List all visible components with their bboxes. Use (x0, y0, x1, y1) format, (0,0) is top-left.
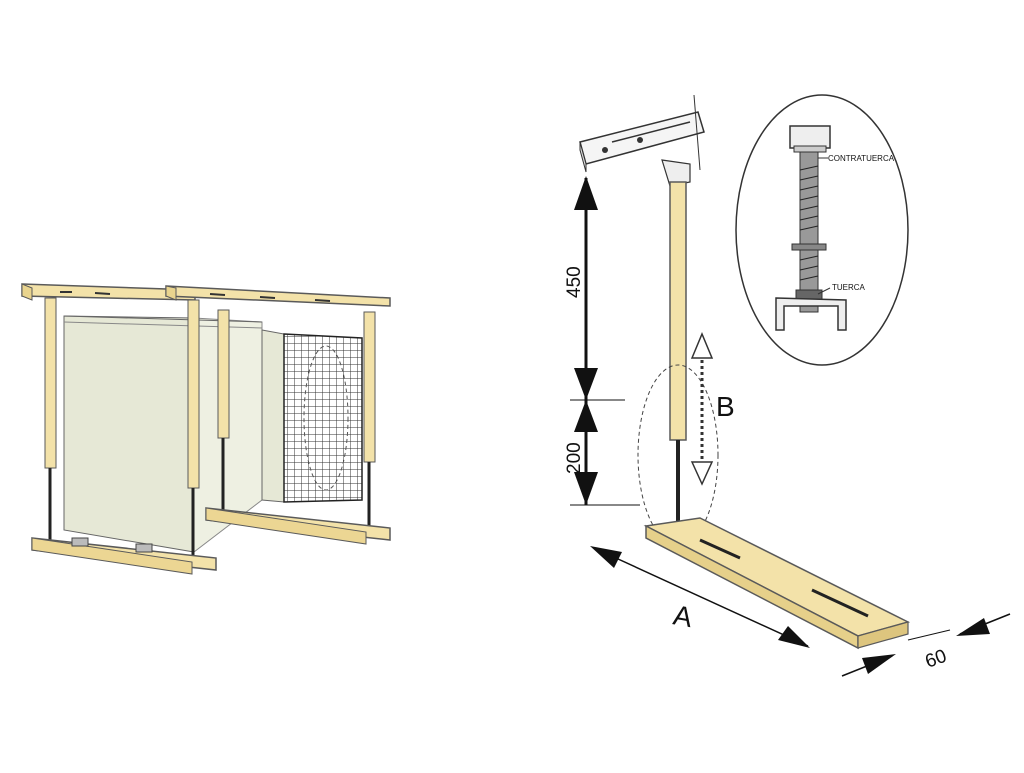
dimension-200: 200 (564, 442, 585, 474)
vertical-dimension (570, 176, 640, 506)
hanging-frame-assembly (21, 283, 391, 575)
hanger-tube (669, 181, 687, 441)
dimension-450: 450 (564, 266, 585, 298)
dimension-60-arrows (841, 613, 1011, 677)
unit-panel-left (63, 315, 195, 553)
top-wall-bracket (21, 283, 391, 307)
wall-bracket (579, 94, 705, 187)
condenser-grille (261, 329, 363, 503)
base-rails (31, 507, 391, 575)
label-a: A (671, 599, 695, 633)
dimension-60: 60 (923, 646, 950, 673)
single-bracket-detail: B 450 200 A (564, 94, 1011, 677)
adjustment-arrow (690, 332, 714, 486)
label-contratuerca: CONTRATUERCA (828, 154, 895, 163)
dimension-a-arrow (590, 546, 810, 648)
nut-detail-callout (735, 94, 909, 366)
hanger-rods (44, 297, 376, 560)
base-channel (643, 517, 911, 650)
label-tuerca: TUERCA (832, 283, 866, 292)
label-b: B (716, 391, 735, 422)
